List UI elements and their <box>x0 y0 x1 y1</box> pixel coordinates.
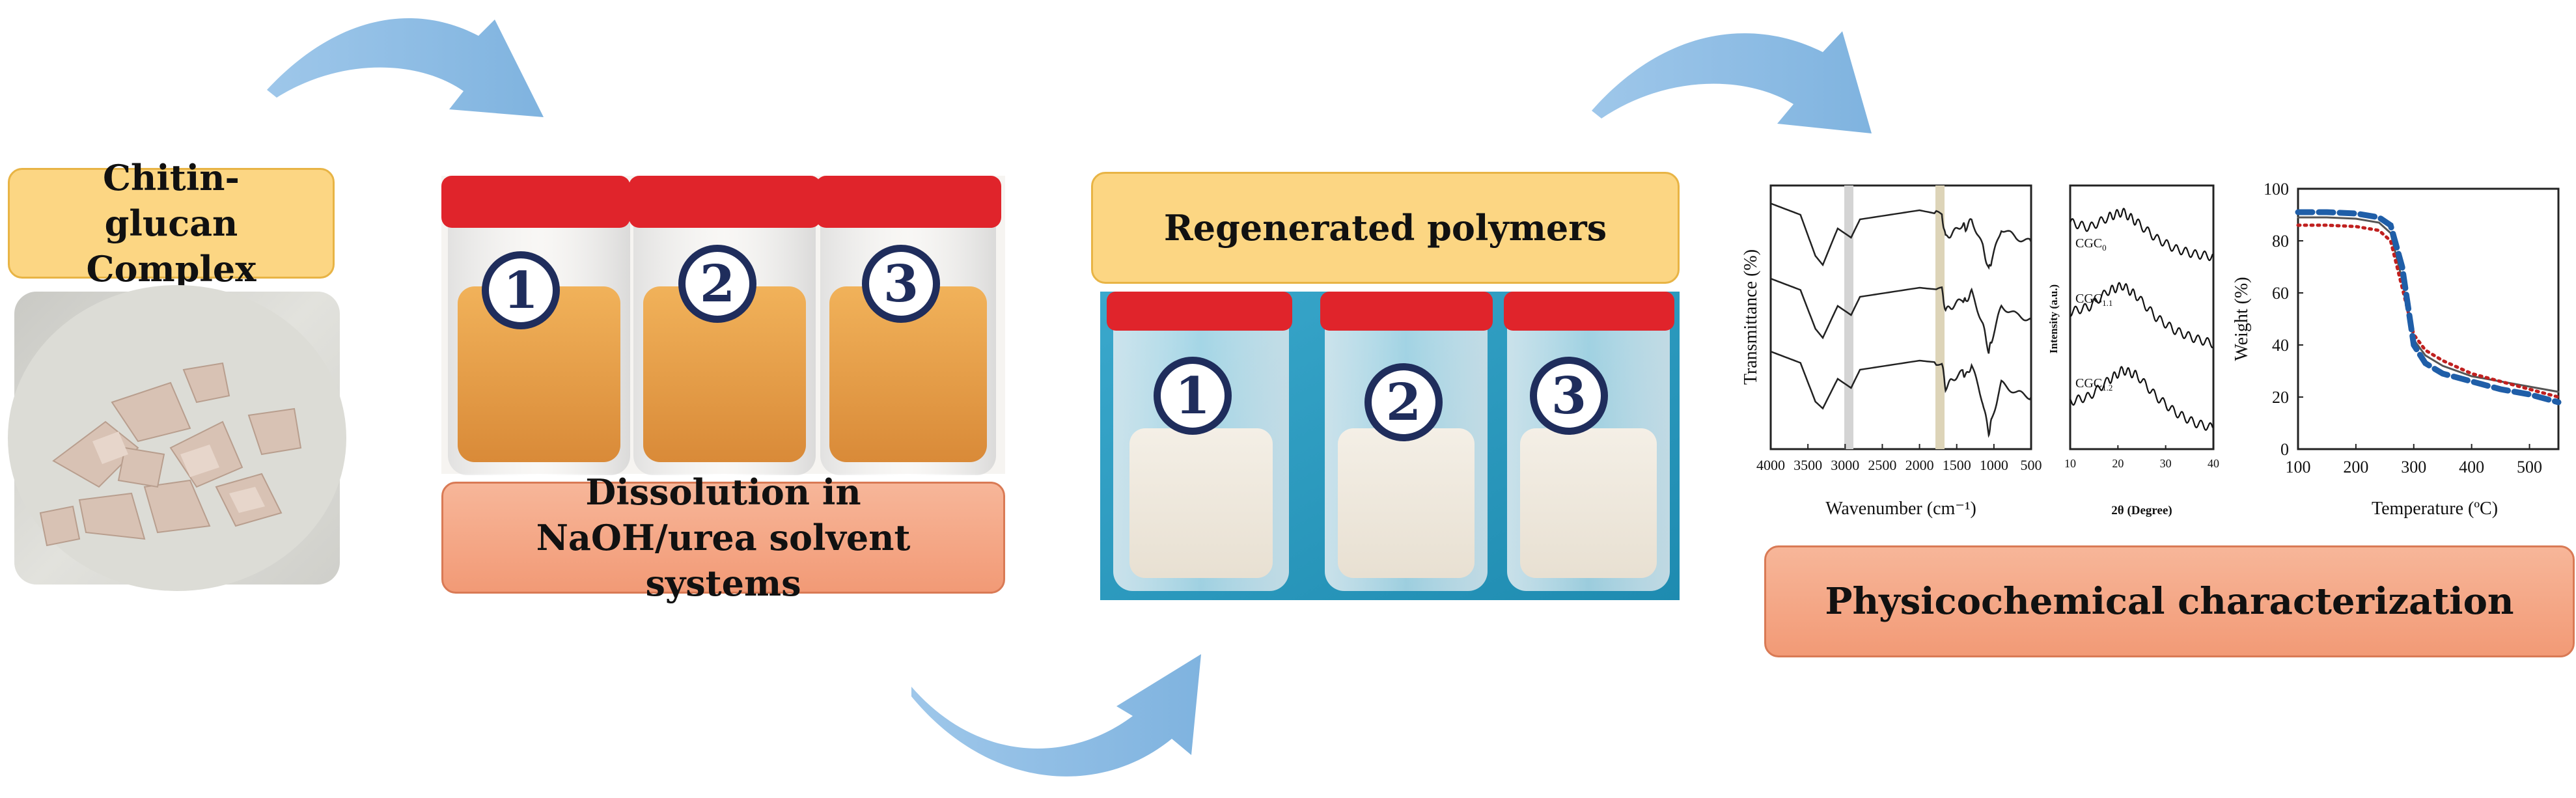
tga-ytick-label: 60 <box>2272 284 2289 303</box>
curved-arrow-3 <box>911 654 1201 777</box>
regen-number-3: 3 <box>1530 357 1608 435</box>
ftir-xtick-label: 2000 <box>1905 457 1934 473</box>
tga-ytick-label: 20 <box>2272 388 2289 407</box>
ftir-xlabel: Wavenumber (cm⁻¹) <box>1825 499 1976 519</box>
regen-vial-2 <box>1320 292 1493 591</box>
ftir-ylabel: Transmittance (%) <box>1741 249 1761 385</box>
xrd-series-2 <box>2070 282 2213 348</box>
ftir-series-2 <box>1770 277 2032 354</box>
curved-arrow-2 <box>1592 31 1872 133</box>
tga-series-3 <box>2295 209 2562 406</box>
ftir-series-1 <box>1770 202 2032 270</box>
ftir-xtick-label: 2500 <box>1868 457 1896 473</box>
xrd-series-label: CGC0 <box>2075 236 2107 253</box>
xrd-series-3 <box>2069 366 2214 432</box>
tga-xtick-label: 400 <box>2459 458 2484 476</box>
tga-xtick-label: 200 <box>2343 458 2368 476</box>
tga-xtick-label: 100 <box>2286 458 2311 476</box>
tga-chart: 0 20 40 60 80 100 100 200 300 400 500 Temperature … <box>2232 180 2562 519</box>
dissolution-label: Dissolution in NaOH/urea solvent systems <box>536 471 911 604</box>
ftir-xtick-label: 1500 <box>1943 457 1971 473</box>
tga-ytick-label: 0 <box>2280 440 2289 459</box>
tga-xtick-label: 300 <box>2401 458 2426 476</box>
xrd-xtick-label: 20 <box>2112 457 2124 470</box>
regen-vial-3 <box>1504 292 1674 591</box>
tga-xtick-label: 500 <box>2517 458 2542 476</box>
xrd-xtick-label: 10 <box>2064 457 2076 470</box>
curved-arrow-1 <box>267 18 544 118</box>
regenerated-label-box: Regenerated polymers <box>1091 172 1680 284</box>
ftir-band-1 <box>1844 186 1853 449</box>
ftir-band-2 <box>1935 186 1945 449</box>
xrd-xlabel: 2θ (Degree) <box>2111 504 2172 517</box>
dissolution-vials-photo: 1 2 3 <box>441 176 1005 475</box>
chitin-glucan-photo <box>8 285 346 591</box>
regen-vial-1 <box>1107 292 1292 591</box>
vial-2 <box>629 176 821 475</box>
ftir-xtick-label: 1000 <box>1980 457 2008 473</box>
vial-number-2: 2 <box>678 245 756 323</box>
regen-number-2: 2 <box>1364 363 1443 441</box>
xrd-series-label: CGC1.2 <box>2075 376 2112 392</box>
dissolution-label-box: Dissolution in NaOH/urea solvent systems <box>441 471 1005 604</box>
vial-number-1: 1 <box>482 251 560 329</box>
regenerated-vials-photo: 1 2 3 <box>1100 292 1680 600</box>
xrd-xtick-label: 40 <box>2208 457 2219 470</box>
ftir-xtick-label: 4000 <box>1756 457 1785 473</box>
xrd-ylabel: Intensity (a.u.) <box>2047 284 2060 353</box>
chitin-glucan-label-box: Chitin-glucan Complex <box>8 157 335 290</box>
regenerated-label: Regenerated polymers <box>1163 207 1607 249</box>
tga-series-2 <box>2296 223 2560 399</box>
tga-ylabel: Weight (%) <box>2232 277 2252 361</box>
ftir-series-3 <box>1770 350 2032 438</box>
tga-ytick-label: 80 <box>2272 232 2289 251</box>
ftir-xtick-label: 3000 <box>1831 457 1859 473</box>
ftir-chart: 4000 3500 3000 2500 2000 1500 1000 500 Wavenumb… <box>1741 184 2042 519</box>
tga-ytick-label: 40 <box>2272 336 2289 355</box>
physico-label-box: Physicochemical characterization <box>1764 545 2575 657</box>
xrd-series-label: CGC1.1 <box>2075 292 2112 308</box>
regen-number-1: 1 <box>1154 357 1232 435</box>
chitin-glucan-label: Chitin-glucan Complex <box>86 157 256 290</box>
ftir-xtick-label: 3500 <box>1794 457 1822 473</box>
xrd-xtick-label: 30 <box>2160 457 2172 470</box>
xrd-series-1 <box>2069 208 2214 262</box>
tga-xlabel: Temperature (ºC) <box>2372 499 2498 519</box>
ftir-xtick-label: 500 <box>2021 457 2042 473</box>
tga-ytick-label: 100 <box>2264 180 2289 199</box>
vial-number-3: 3 <box>862 245 940 323</box>
physico-label: Physicochemical characterization <box>1825 580 2514 623</box>
vial-3 <box>816 176 1001 475</box>
